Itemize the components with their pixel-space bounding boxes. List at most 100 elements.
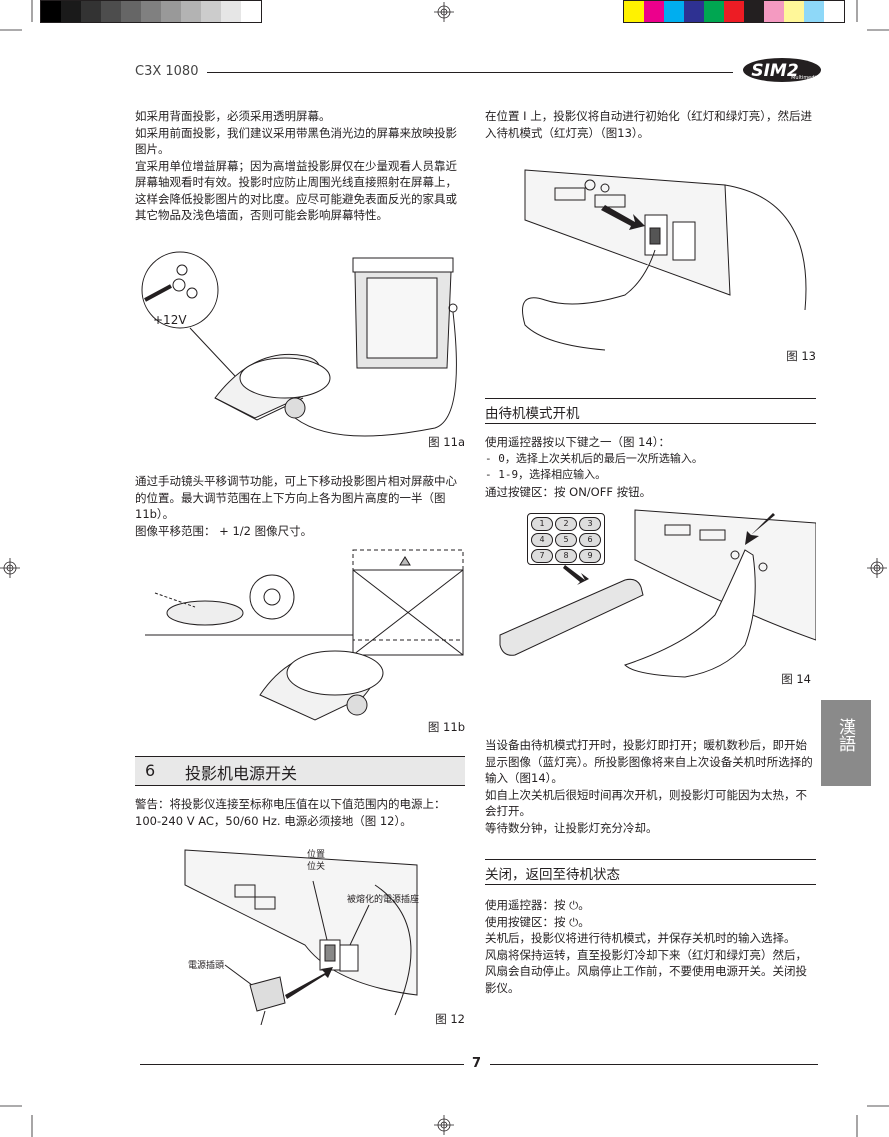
language-tab: 漢語 <box>821 700 871 786</box>
gray-swatch <box>101 1 121 22</box>
registration-mark-top <box>434 2 454 22</box>
finger <box>624 549 756 678</box>
power-plug <box>249 976 286 1012</box>
numeric-keypad: 1 2 3 4 5 6 7 8 9 <box>527 513 605 565</box>
keypad-key: 3 <box>579 517 601 531</box>
insert-arrow <box>285 967 333 999</box>
registration-mark-bottom <box>434 1115 454 1135</box>
standby-on-text: 使用遥控器按以下键之一（图 14）： - 0，选择上次关机后的最后一次所选输入。… <box>485 434 816 500</box>
registration-mark-left <box>0 558 20 578</box>
gray-swatch <box>241 1 261 22</box>
label-power-plug: 電源插頭 <box>188 959 224 971</box>
paragraph: - 0，选择上次关机后的最后一次所选输入。 <box>485 451 703 465</box>
paragraph: 风扇将保持运转，直至投影灯冷却下来（红灯和绿灯亮）然后，风扇会自动停止。风扇停止… <box>485 947 807 995</box>
color-swatch <box>784 1 804 22</box>
figure-12-illustration: 位置 位关 被熔化的電源插座 電源插頭 <box>184 848 419 1025</box>
standby-off-heading: 关闭，返回至待机状态 <box>485 859 816 885</box>
paragraph: 如采用前面投影，我们建议采用带黑色消光边的屏幕来放映投影图片。 <box>135 125 457 157</box>
paragraph: 等待数分钟，让投影灯充分冷却。 <box>485 820 658 835</box>
intro-text: 如采用背面投影，必须采用透明屏幕。 如采用前面投影，我们建议采用带黑色消光边的屏… <box>135 108 465 224</box>
paragraph: 通过手动镜头平移调节功能，可上下移动投影图片相对屏蔽中心的位置。最大调节范围在上… <box>135 474 457 521</box>
paragraph: 关机后，投影仪将进行待机模式，并保存关机时的输入选择。 <box>485 931 796 945</box>
paragraph: 使用按键区：按 ⏻。 <box>485 914 590 929</box>
paragraph: 如自上次关机后很短时间再次开机，则投影灯可能因为太热，不会打开。 <box>485 787 807 819</box>
label-12v: +12V <box>153 313 187 327</box>
section-number: 6 <box>145 761 156 780</box>
keypad-key: 1 <box>531 517 553 531</box>
keypad-key: 7 <box>531 549 553 563</box>
color-swatch <box>764 1 784 22</box>
projector-rear <box>524 169 731 296</box>
footer-rule-left <box>140 1064 464 1065</box>
page-number: 7 <box>472 1056 482 1071</box>
model-name: C3X 1080 <box>135 64 199 79</box>
figure-14-illustration: 1 2 3 4 5 6 7 8 9 <box>485 505 816 680</box>
power-switch <box>649 227 661 245</box>
color-swatch <box>644 1 664 22</box>
color-swatch <box>704 1 724 22</box>
figure-11a-illustration: +12V <box>141 251 458 437</box>
after-on-text: 当设备由待机模式打开时，投影灯即打开；暖机数秒后，即开始显示图像（蓝灯亮）。所投… <box>485 737 816 836</box>
projection-screen <box>352 257 454 273</box>
finger <box>522 249 656 351</box>
gray-swatch <box>161 1 181 22</box>
connector-zoom-circle <box>141 251 219 329</box>
figure-13-illustration <box>522 169 807 351</box>
lens-shift-knob-circle <box>249 574 295 620</box>
gray-swatch <box>81 1 101 22</box>
gray-swatch <box>141 1 161 22</box>
keypad-key: 8 <box>555 549 577 563</box>
paragraph: 如采用背面投影，必须采用透明屏幕。 <box>135 109 331 123</box>
gray-swatch <box>201 1 221 22</box>
power-switch <box>324 944 336 962</box>
svg-text:Multimedia: Multimedia <box>791 75 819 81</box>
paragraph: 使用遥控器：按 ⏻。 <box>485 898 590 912</box>
keypad-key: 9 <box>579 549 601 563</box>
standby-off-text: 使用遥控器：按 ⏻。 使用按键区：按 ⏻。 关机后，投影仪将进行待机模式，并保存… <box>485 897 816 996</box>
paragraph: 使用遥控器按以下键之一（图 14）： <box>485 435 671 449</box>
color-swatch <box>684 1 704 22</box>
figure-13-caption: 图 13 <box>786 349 816 363</box>
color-swatch <box>664 1 684 22</box>
color-swatch <box>724 1 744 22</box>
language-tab-label: 漢語 <box>835 718 855 752</box>
gray-swatch <box>221 1 241 22</box>
standby-on-heading: 由待机模式开机 <box>485 398 816 424</box>
label-switch-position: 位置 <box>307 848 325 860</box>
gray-color-bar <box>40 0 262 23</box>
figure-11a-caption: 图 11a <box>428 435 465 449</box>
gray-swatch <box>61 1 81 22</box>
power-warning: 警告：将投影仪连接至标称电压值在以下值范围内的电源上：100-240 V AC，… <box>135 797 446 828</box>
figure-11b-illustration <box>145 549 464 721</box>
press-arrow <box>601 205 645 230</box>
keypad-key: 4 <box>531 533 553 547</box>
svg-text:SIM2: SIM2 <box>751 61 798 81</box>
remote-control <box>499 578 644 656</box>
color-swatch <box>624 1 644 22</box>
color-swatch <box>804 1 824 22</box>
section-6-heading: 6 投影机电源开关 <box>135 756 465 786</box>
lens-shift-text: 通过手动镜头平移调节功能，可上下移动投影图片相对屏蔽中心的位置。最大调节范围在上… <box>135 473 465 539</box>
heading-text: 关闭，返回至待机状态 <box>485 867 620 883</box>
gray-swatch <box>41 1 61 22</box>
paragraph: 宜采用单位增益屏幕；因为高增益投影屏仅在少量观看人员靠近屏幕轴观看时有效。投影时… <box>135 158 457 223</box>
gray-swatch <box>121 1 141 22</box>
init-text: 在位置 I 上，投影仪将自动进行初始化（红灯和绿灯亮），然后进入待机模式（红灯亮… <box>485 109 812 140</box>
keypad-key: 2 <box>555 517 577 531</box>
color-swatch <box>824 1 844 22</box>
brand-logo: SIM2 Multimedia <box>742 57 822 83</box>
keypad-key: 6 <box>579 533 601 547</box>
cmyk-color-bar <box>623 0 845 23</box>
section-title: 投影机电源开关 <box>185 764 298 783</box>
paragraph: 通过按键区：按 ON/OFF 按钮。 <box>485 484 652 499</box>
press-arrow <box>745 513 775 545</box>
color-swatch <box>744 1 764 22</box>
paragraph: - 1-9，选择相应输入。 <box>485 468 607 481</box>
label-switch-off: 位关 <box>307 860 325 872</box>
figure-11b-caption: 图 11b <box>427 720 465 734</box>
paragraph: 当设备由待机模式打开时，投影灯即打开；暖机数秒后，即开始显示图像（蓝灯亮）。所投… <box>485 738 813 785</box>
figure-14-caption: 图 14 <box>781 672 811 686</box>
registration-mark-right <box>867 558 887 578</box>
label-fused-socket: 被熔化的電源插座 <box>347 893 419 905</box>
